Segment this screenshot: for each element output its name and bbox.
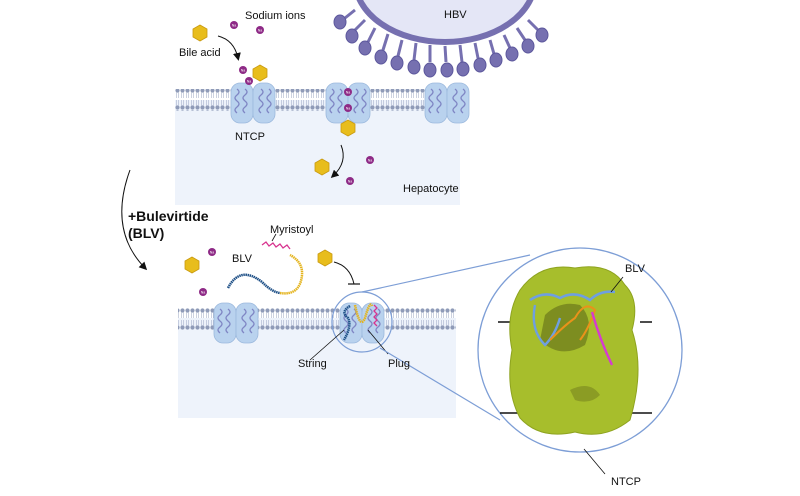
virus-spike xyxy=(502,34,519,62)
label-blv-peptide: BLV xyxy=(232,253,252,265)
sodium-ion xyxy=(199,288,207,296)
ntcp-protein-surface xyxy=(509,266,639,435)
plug-leader xyxy=(367,329,389,355)
ntcp-zoom-leader xyxy=(583,448,606,475)
zoom-line-bottom xyxy=(379,347,501,421)
sodium-ion xyxy=(208,248,216,256)
label-hbv: HBV xyxy=(444,9,467,21)
virus-spike xyxy=(333,8,356,30)
blv-plug xyxy=(353,303,374,324)
bile-acid-molecule xyxy=(317,249,333,267)
label-bulevirtide: +Bulevirtide xyxy=(128,208,209,224)
blv-peptide-yellow xyxy=(279,253,304,295)
label-string: String xyxy=(298,358,327,370)
inhibition-arrow xyxy=(333,261,355,285)
bile-acid-molecule xyxy=(314,158,330,176)
bile-acid-molecule xyxy=(184,256,200,274)
label-plug: Plug xyxy=(388,358,411,370)
blv-string xyxy=(342,304,351,341)
virus-envelope xyxy=(356,0,534,45)
label-sodium-ions: Sodium ions xyxy=(245,10,306,22)
virus-spike xyxy=(515,27,535,54)
string-leader xyxy=(309,329,345,361)
virus-spike xyxy=(526,18,549,43)
sodium-ion xyxy=(239,66,247,74)
bile-acid-molecule xyxy=(252,64,268,82)
sodium-ion xyxy=(344,104,352,112)
myristoyl-leader xyxy=(271,233,277,242)
sodium-ion xyxy=(346,177,354,185)
virus-spike xyxy=(345,18,367,44)
virus-spike xyxy=(358,27,377,56)
label-ntcp-zoom: NTCP xyxy=(611,476,641,488)
virus-spike xyxy=(423,45,437,78)
blv-peptide-dark xyxy=(226,273,281,295)
blv-structure-magenta xyxy=(590,311,614,366)
myristoyl-chain xyxy=(261,241,291,250)
bile-acid-molecule xyxy=(340,119,356,137)
virus-spike xyxy=(374,33,390,65)
label-hepatocyte: Hepatocyte xyxy=(403,183,459,195)
label-bile-acid: Bile acid xyxy=(179,47,221,59)
virus-spike xyxy=(407,42,421,75)
virus-spike xyxy=(440,45,454,78)
label-myristoyl: Myristoyl xyxy=(270,224,314,236)
sodium-ion xyxy=(245,77,253,85)
treatment-arrow xyxy=(121,169,148,271)
blv-structure-blue xyxy=(529,290,616,302)
membrane-top xyxy=(175,89,460,111)
blv-structure-blue xyxy=(532,304,562,347)
sodium-ion xyxy=(230,21,238,29)
sodium-ion xyxy=(256,26,264,34)
virus-spike xyxy=(473,42,487,73)
blv-structure-orange xyxy=(549,305,597,341)
blv-zoom-leader xyxy=(610,276,624,293)
virus-spike xyxy=(456,44,470,77)
blv-myristoyl-anchor xyxy=(373,304,378,327)
virus-spike xyxy=(390,39,404,71)
hepatocyte-cytoplasm-top xyxy=(175,100,460,205)
label-ntcp-top: NTCP xyxy=(235,131,265,143)
release-arrow xyxy=(330,144,344,179)
sodium-ion xyxy=(366,156,374,164)
uptake-arrow xyxy=(217,35,241,61)
virus-spike xyxy=(488,39,503,68)
sodium-ion xyxy=(344,88,352,96)
protein-groove xyxy=(570,386,600,402)
zoom-line-top xyxy=(361,254,531,293)
bile-acid-molecule xyxy=(192,24,208,42)
label-blv-abbrev: (BLV) xyxy=(128,225,165,241)
label-blv-zoom: BLV xyxy=(625,263,645,275)
hbv-virus xyxy=(333,0,549,78)
